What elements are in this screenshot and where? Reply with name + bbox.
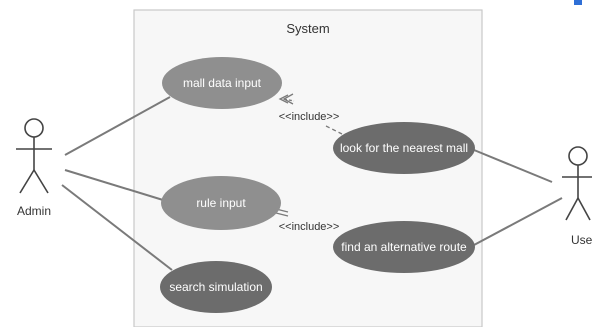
include-label-1: <<include>> bbox=[279, 111, 340, 123]
admin-actor-label: Admin bbox=[17, 204, 51, 218]
association-admin-search-simulation bbox=[61, 184, 173, 271]
system-label: System bbox=[286, 21, 329, 36]
association-admin-rule-input bbox=[64, 169, 164, 201]
association-user-nearest-mall bbox=[473, 149, 553, 183]
include-line-1 bbox=[325, 125, 343, 135]
user-actor-label: User bbox=[571, 233, 592, 247]
use-case-label: find an alternative route bbox=[341, 240, 467, 254]
include-arrowhead-1 bbox=[278, 94, 289, 104]
cropped-link-fragment bbox=[574, 0, 582, 5]
associations bbox=[61, 96, 563, 271]
use-case-label: rule input bbox=[196, 196, 246, 210]
use-case-label: look for the nearest mall bbox=[340, 141, 468, 155]
include-label-2: <<include>> bbox=[279, 221, 340, 233]
association-user-alternative-route bbox=[473, 197, 563, 246]
use-case-look-for-nearest-mall[interactable]: look for the nearest mall bbox=[333, 122, 475, 174]
include-arrowhead-2 bbox=[275, 212, 289, 217]
use-case-rule-input[interactable]: rule input bbox=[161, 176, 281, 230]
use-case-find-alternative-route[interactable]: find an alternative route bbox=[333, 221, 475, 273]
use-case-label: search simulation bbox=[169, 280, 262, 294]
use-case-search-simulation[interactable]: search simulation bbox=[160, 261, 272, 313]
association-admin-mall-data-input bbox=[64, 96, 171, 156]
use-case-mall-data-input[interactable]: mall data input bbox=[162, 57, 282, 109]
include-line-1b bbox=[283, 98, 295, 102]
use-case-label: mall data input bbox=[183, 76, 262, 90]
admin-actor-icon[interactable] bbox=[16, 118, 52, 194]
user-actor-icon[interactable] bbox=[562, 146, 592, 221]
